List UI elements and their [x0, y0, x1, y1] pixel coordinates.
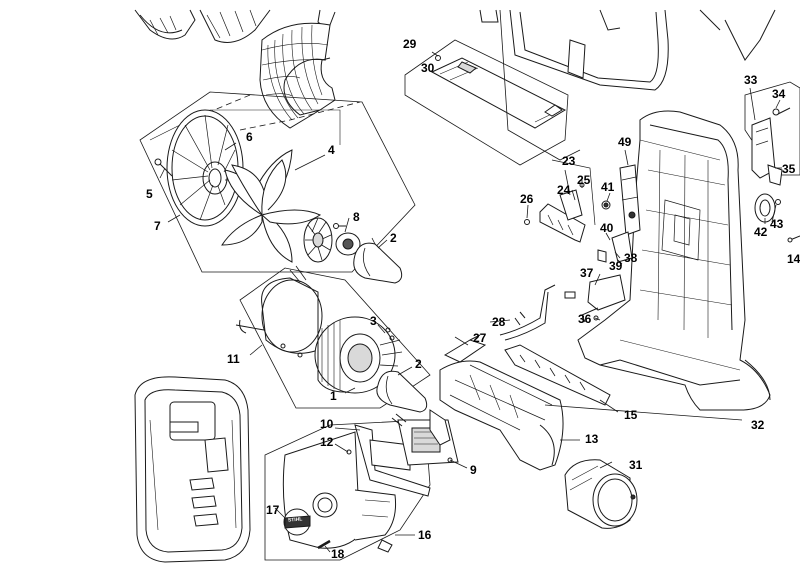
wires — [469, 284, 576, 341]
callout-40: 40 — [600, 221, 614, 235]
callout-13: 13 — [585, 432, 599, 446]
callout-43: 43 — [770, 217, 784, 231]
callout-10: 10 — [320, 417, 334, 431]
switch-cover-49 — [619, 164, 641, 236]
callout-16: 16 — [418, 528, 432, 542]
screw-14 — [787, 235, 800, 243]
motor-housing — [235, 265, 323, 358]
callout-8: 8 — [353, 210, 360, 224]
strap-buckle — [751, 107, 791, 186]
callout-28: 28 — [492, 315, 506, 329]
callout-42: 42 — [754, 225, 768, 239]
fan-impeller — [221, 149, 322, 263]
callout-31: 31 — [629, 458, 643, 472]
group-outline-cover — [264, 419, 431, 561]
callout-5: 5 — [146, 187, 153, 201]
callout-27: 27 — [473, 331, 487, 345]
callout-38: 38 — [624, 251, 638, 265]
group-outline-buckle — [744, 81, 800, 176]
callout-6: 6 — [246, 130, 253, 144]
guide-line — [194, 94, 361, 131]
callout-37: 37 — [580, 266, 594, 280]
back-frame — [577, 110, 771, 411]
callout-25: 25 — [577, 173, 591, 187]
callout-23: 23 — [562, 154, 576, 168]
holder-37 — [581, 274, 626, 323]
callout-9: 9 — [470, 463, 477, 477]
callout-24: 24 — [557, 183, 571, 197]
group-outline-motor — [239, 267, 431, 409]
callout-33: 33 — [744, 73, 758, 87]
callout-17: 17 — [266, 503, 280, 517]
strap-fragment — [699, 9, 776, 61]
callout-7: 7 — [154, 219, 161, 233]
callout-35: 35 — [782, 162, 796, 176]
callout-11: 11 — [227, 352, 240, 366]
intake-grille — [259, 22, 336, 129]
callout-1: 1 — [330, 389, 337, 403]
impeller-small — [303, 217, 333, 263]
callout-36: 36 — [578, 312, 592, 326]
callout-29: 29 — [403, 37, 417, 51]
nose-cone-top — [353, 237, 403, 284]
callout-4: 4 — [328, 143, 335, 157]
frame-base — [429, 360, 564, 471]
callout-32: 32 — [751, 418, 765, 432]
callout-12: 12 — [320, 435, 334, 449]
wire-harness — [443, 339, 611, 406]
board-bracket — [346, 424, 431, 497]
callout-49: 49 — [618, 135, 632, 149]
battery-compartment — [479, 9, 669, 161]
leader-lines — [159, 51, 782, 553]
callout-2-bottom: 2 — [415, 357, 422, 371]
callout-18: 18 — [331, 547, 345, 561]
callout-30: 30 — [421, 61, 435, 75]
button-41 — [601, 200, 611, 210]
callout-34: 34 — [772, 87, 786, 101]
group-outline-fan — [139, 91, 416, 273]
fan-housing — [166, 109, 244, 227]
callout-2-top: 2 — [390, 231, 397, 245]
callout-39: 39 — [609, 259, 623, 273]
battery-canister — [564, 459, 638, 529]
callout-26: 26 — [520, 192, 534, 206]
group-outline-battery-tray — [404, 39, 569, 166]
battery-tray — [430, 55, 567, 129]
callout-3: 3 — [370, 314, 377, 328]
screw-18 — [317, 539, 331, 550]
switch-rail — [524, 159, 596, 243]
callout-14: 14 — [787, 252, 800, 266]
stihl-logo — [283, 508, 311, 536]
callout-41: 41 — [601, 180, 615, 194]
callout-15: 15 — [624, 408, 638, 422]
screw-5 — [154, 158, 173, 177]
backpack-shell — [134, 376, 251, 563]
nose-cone-bottom — [376, 370, 428, 413]
motor — [314, 316, 403, 394]
hub — [333, 223, 361, 256]
